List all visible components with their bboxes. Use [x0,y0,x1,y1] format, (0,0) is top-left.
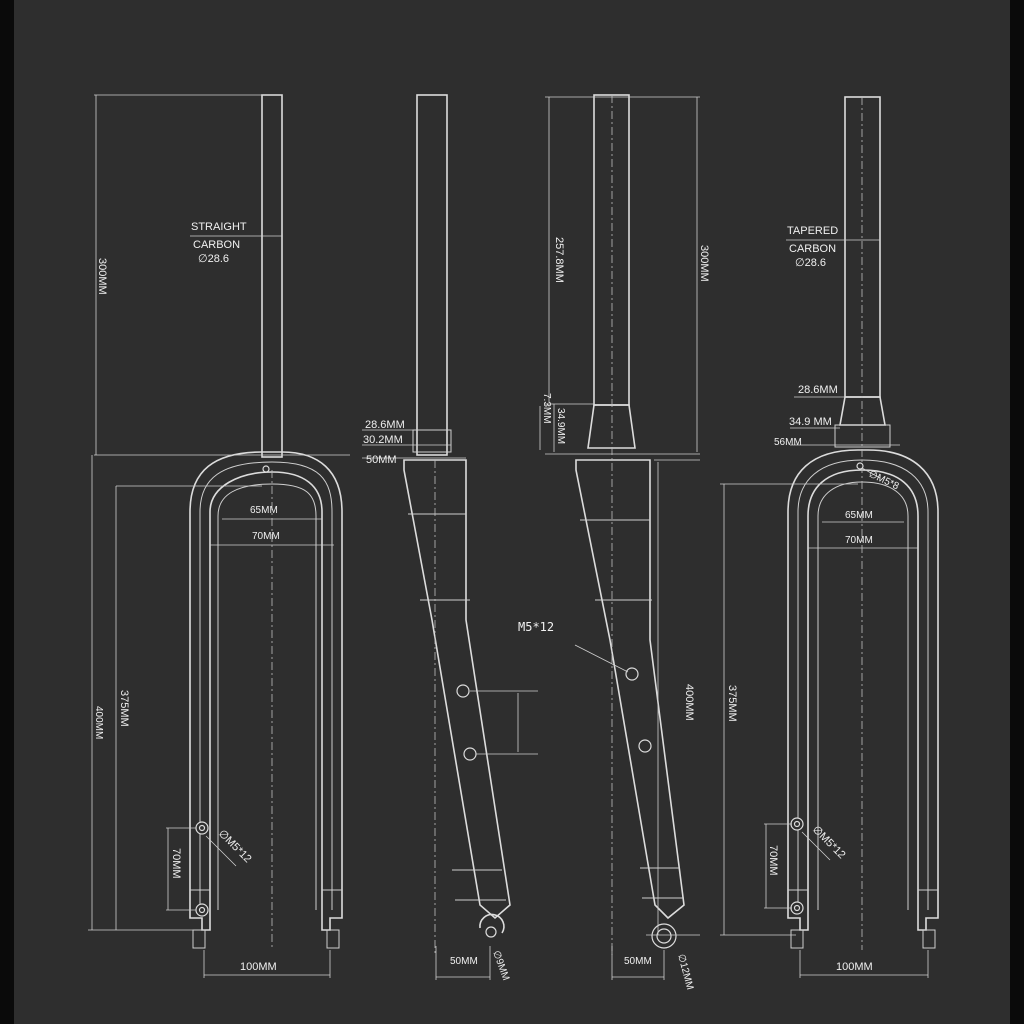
sf-mount-spacing: 70MM [170,848,182,879]
sf-diameter: ∅28.6 [198,253,229,265]
sf-crown-inner: 65MM [250,505,278,516]
tf-mount: ∅M5*12 [810,824,848,862]
ts-bolt: M5*12 [518,620,554,634]
sf-crown-outer: 70MM [252,531,280,542]
tf-type-line2: CARBON [789,243,836,255]
sf-mount: ∅M5*12 [216,828,254,866]
ts-axle: ∅12MM [675,953,695,991]
ts-steerer: 257.8MM [553,237,565,283]
left-border [0,0,14,1024]
ss-crown: 50MM [366,454,397,466]
tf-type-line1: TAPERED [787,225,838,237]
ts-taper-dia: 34.9MM [555,408,566,444]
tf-leg: 375MM [726,685,738,722]
straight-side-view: 28.6MM 30.2MM 50MM 50MM ∅9MM [362,94,538,982]
tf-crown-outer: 70MM [845,535,873,546]
sf-leg-375: 375MM [118,690,130,727]
ss-d2: 30.2MM [363,434,403,446]
tf-diameter: ∅28.6 [795,257,826,269]
sf-type-line2: CARBON [193,239,240,251]
ss-d1: 28.6MM [365,419,405,431]
tapered-side-view: 257.8MM 300MM 7.3MM 34.9MM M5*12 400MM 5… [518,94,710,991]
ts-leg: 400MM [683,684,695,721]
sf-type-line1: STRAIGHT [191,221,247,233]
tf-mount-spacing: 70MM [767,845,779,876]
straight-front-view: STRAIGHT CARBON ∅28.6 300MM 375MM 400MM … [88,94,350,978]
ss-axle: ∅9MM [490,949,511,982]
ts-taper-len: 7.3MM [541,393,552,424]
sf-leg-400: 400MM [93,706,104,739]
tf-crown-inner: 65MM [845,510,873,521]
tf-spacing: 100MM [836,961,873,973]
sf-spacing: 100MM [240,961,277,973]
tf-d2: 34.9 MM [789,416,832,428]
sf-steerer-length: 300MM [96,258,108,295]
tf-d1: 28.6MM [798,384,838,396]
tf-crown: 56MM [774,437,802,448]
right-border [1010,0,1024,1024]
ts-offset: 50MM [624,956,652,967]
ts-total: 300MM [698,245,710,282]
tapered-front-view: TAPERED CARBON ∅28.6 28.6MM 34.9 MM 56MM… [720,96,939,978]
ss-offset: 50MM [450,956,478,967]
